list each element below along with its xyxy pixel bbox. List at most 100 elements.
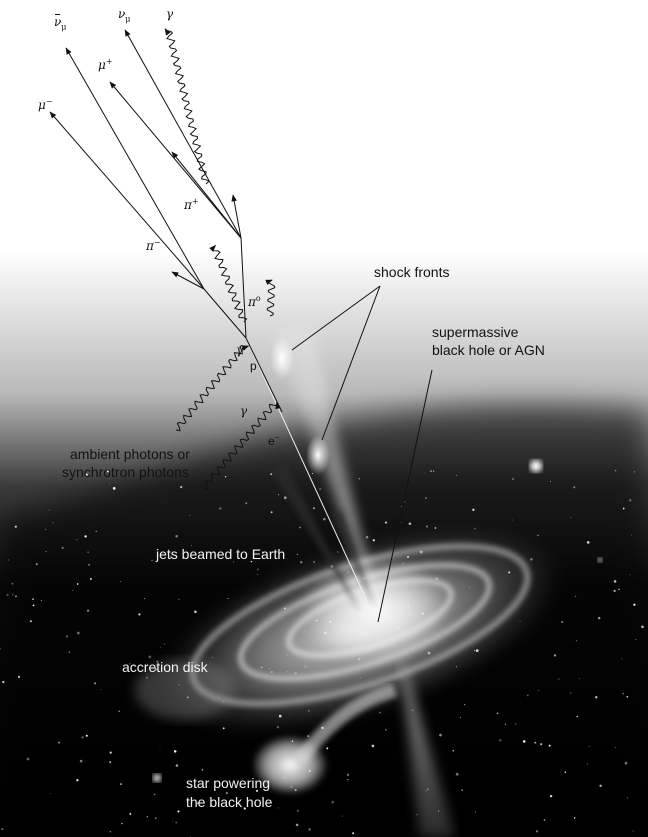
star bbox=[622, 507, 625, 510]
star bbox=[461, 789, 463, 791]
label-smbh-line2: black hole or AGN bbox=[432, 342, 545, 358]
star bbox=[408, 522, 412, 526]
star bbox=[45, 550, 47, 552]
star bbox=[6, 593, 9, 597]
star bbox=[26, 757, 30, 761]
star bbox=[2, 680, 5, 684]
star bbox=[89, 577, 92, 581]
star bbox=[299, 526, 301, 529]
star bbox=[261, 551, 264, 553]
star bbox=[307, 735, 309, 737]
star bbox=[8, 559, 10, 561]
star bbox=[573, 817, 576, 819]
star bbox=[194, 610, 197, 614]
star bbox=[138, 613, 141, 616]
star bbox=[232, 561, 235, 563]
star bbox=[628, 499, 632, 502]
star bbox=[270, 511, 273, 514]
star bbox=[358, 478, 361, 480]
star bbox=[512, 478, 514, 480]
star bbox=[68, 651, 71, 654]
star bbox=[17, 675, 21, 679]
star bbox=[515, 723, 517, 725]
star bbox=[175, 764, 179, 767]
star bbox=[224, 476, 227, 478]
star bbox=[160, 646, 162, 648]
star bbox=[633, 471, 635, 473]
star bbox=[109, 830, 112, 833]
photon-wave-pion-zero bbox=[209, 244, 248, 323]
star bbox=[295, 823, 299, 827]
symbol-neutrino: νμ bbox=[118, 7, 131, 24]
star bbox=[459, 716, 461, 718]
star bbox=[455, 772, 459, 776]
star bbox=[277, 807, 279, 809]
star bbox=[175, 821, 178, 824]
star bbox=[76, 538, 78, 541]
symbol-muon-plus: μ+ bbox=[98, 57, 113, 72]
star bbox=[455, 474, 458, 476]
jet-down bbox=[400, 650, 455, 837]
star bbox=[61, 546, 64, 550]
star bbox=[87, 551, 89, 554]
star bbox=[326, 747, 329, 750]
star bbox=[196, 802, 199, 805]
vertex-to-pion-minus bbox=[203, 288, 247, 339]
track-antineutrino bbox=[65, 47, 205, 290]
star bbox=[352, 832, 355, 835]
star bbox=[29, 620, 32, 623]
star bbox=[250, 560, 253, 563]
star bbox=[621, 658, 623, 660]
proton-track-lower bbox=[245, 337, 373, 613]
star bbox=[153, 793, 156, 796]
star bbox=[163, 643, 165, 645]
symbol-proton: p bbox=[250, 359, 257, 373]
star bbox=[613, 580, 617, 583]
star bbox=[576, 715, 578, 718]
star bbox=[296, 809, 299, 812]
star bbox=[384, 728, 387, 731]
star bbox=[45, 528, 47, 530]
star bbox=[119, 783, 122, 786]
track-neutrino bbox=[124, 29, 242, 239]
track-pion-minus-branch bbox=[171, 271, 205, 290]
jet-shadow-left bbox=[270, 462, 360, 612]
star bbox=[79, 759, 83, 763]
photon-wave-ambient-2 bbox=[203, 401, 281, 490]
track-muon-plus bbox=[109, 81, 242, 239]
star bbox=[88, 563, 91, 566]
star bbox=[537, 534, 539, 537]
star bbox=[177, 810, 180, 813]
star bbox=[32, 598, 34, 600]
star bbox=[283, 496, 287, 500]
star bbox=[534, 741, 537, 744]
star bbox=[85, 734, 88, 737]
star bbox=[622, 692, 624, 695]
star bbox=[201, 768, 204, 771]
star bbox=[11, 582, 14, 585]
star bbox=[313, 507, 315, 510]
star bbox=[189, 514, 191, 516]
star bbox=[14, 525, 17, 528]
star bbox=[384, 521, 388, 524]
bright-star bbox=[530, 460, 542, 472]
star bbox=[463, 703, 466, 706]
star bbox=[270, 473, 273, 476]
star bbox=[118, 710, 120, 712]
star bbox=[543, 819, 546, 821]
star bbox=[597, 616, 601, 620]
star bbox=[401, 506, 402, 507]
jets bbox=[270, 330, 378, 612]
star bbox=[146, 816, 149, 818]
star bbox=[475, 811, 476, 813]
star bbox=[178, 598, 180, 601]
star bbox=[614, 469, 617, 472]
pointer-shock-upper bbox=[291, 285, 381, 351]
star bbox=[564, 771, 567, 773]
star bbox=[76, 583, 79, 585]
star bbox=[15, 595, 17, 598]
star bbox=[504, 723, 507, 725]
star bbox=[430, 470, 432, 472]
star bbox=[425, 525, 428, 528]
label-accretion-disk: accretion disk bbox=[122, 659, 208, 675]
